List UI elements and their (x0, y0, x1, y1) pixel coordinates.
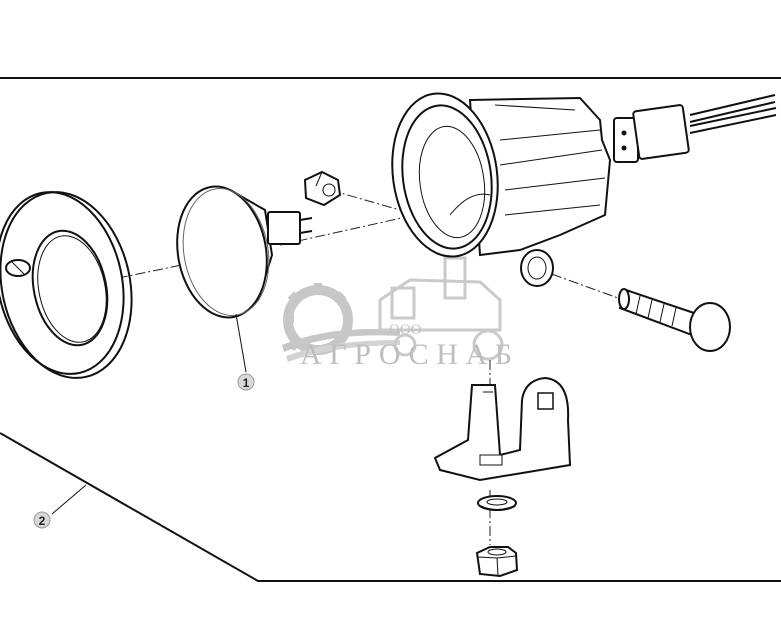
callout-1-badge (237, 373, 255, 391)
callout-2-leader (51, 484, 87, 515)
watermark: ООО АГРОСНАБ (268, 256, 534, 374)
combine-harvester-icon (378, 256, 504, 361)
callout-2-label: 2 (39, 514, 46, 528)
nut-upper (303, 170, 342, 207)
nut-lower (475, 546, 519, 578)
mounting-bracket (433, 376, 572, 482)
bezel-ring (0, 191, 133, 379)
watermark-prefix: ООО (389, 322, 422, 338)
bolt (618, 288, 731, 352)
callout-2-badge (33, 511, 51, 529)
callout-1[interactable]: 1 (235, 313, 255, 391)
callout-1-label: 1 (243, 376, 250, 390)
callout-2[interactable]: 2 (33, 484, 87, 529)
lock-washer (477, 495, 517, 511)
frame-bottom-line (0, 432, 781, 582)
lamp-housing (391, 92, 612, 287)
lamp-insert (176, 185, 313, 319)
frame (0, 77, 781, 582)
callout-1-leader (235, 313, 247, 373)
connector (613, 94, 777, 163)
